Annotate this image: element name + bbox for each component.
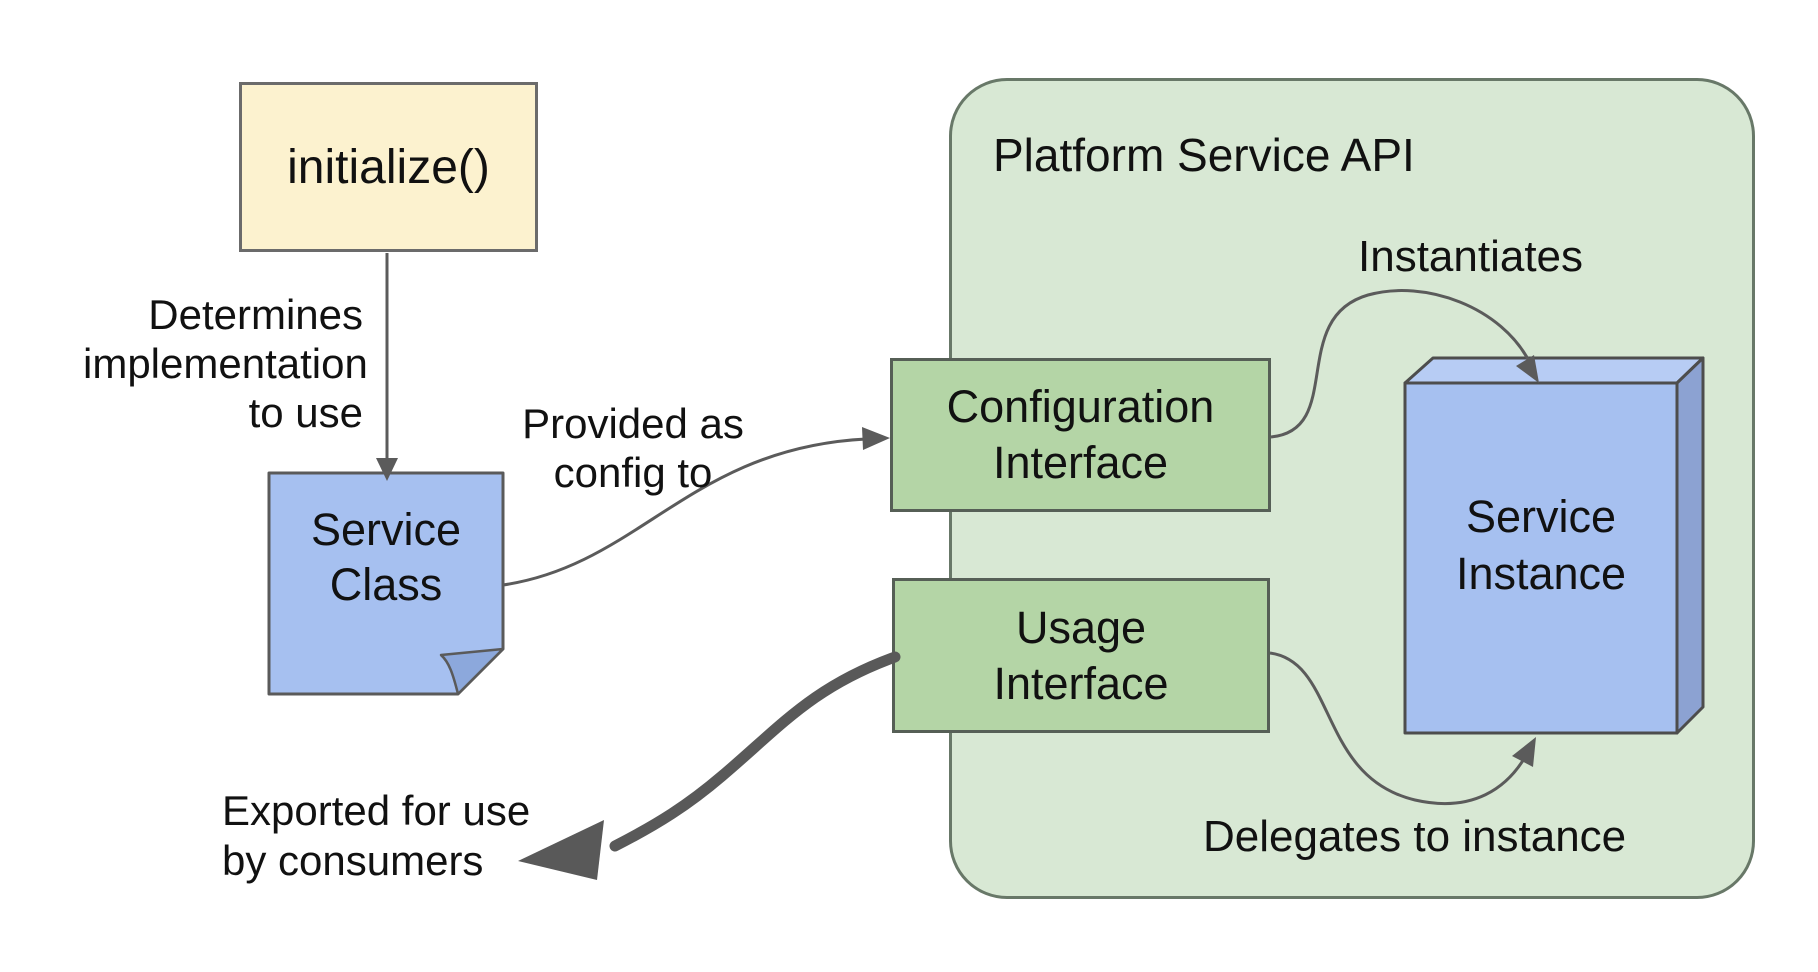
determines-annotation: Determines implementation to use — [83, 290, 368, 437]
arrowhead-right — [862, 427, 890, 450]
arrowhead-left — [518, 820, 604, 880]
provided-as-config-annotation: Provided as config to — [483, 399, 783, 497]
determines-line2: implementation — [83, 340, 368, 387]
service-class-note-fold — [439, 647, 505, 696]
service-instance-label-line2: Instance — [1455, 548, 1627, 599]
configuration-interface-node: Configuration Interface — [890, 358, 1271, 512]
initialize-node: initialize() — [239, 82, 538, 252]
determines-line3: to use — [248, 389, 363, 436]
usage-interface-label-line2: Interface — [993, 657, 1169, 709]
edge-usage-to-consumers — [518, 651, 901, 880]
configuration-interface-label-line2: Interface — [992, 437, 1169, 488]
service-class-label-line1: Service — [310, 504, 462, 555]
service-instance-label: Service Instance — [1405, 488, 1677, 602]
initialize-label: initialize() — [287, 140, 490, 194]
determines-line1: Determines — [148, 291, 363, 338]
provided-line2: config to — [553, 449, 713, 496]
service-instance-label-line1: Service — [1465, 491, 1617, 542]
service-class-label: Service Class — [269, 502, 503, 612]
usage-interface-node: Usage Interface — [892, 578, 1270, 733]
exported-annotation: Exported for use by consumers — [222, 786, 530, 886]
edge-thick-curve — [609, 651, 901, 852]
delegates-annotation: Delegates to instance — [1203, 812, 1627, 861]
configuration-interface-label-line1: Configuration — [946, 381, 1215, 432]
exported-line1: Exported for use — [222, 787, 531, 834]
edge-initialize-to-service-class — [376, 253, 398, 481]
arrowhead-down — [376, 458, 398, 481]
service-class-label-line2: Class — [329, 559, 443, 610]
instantiates-annotation: Instantiates — [1358, 232, 1584, 281]
exported-line2: by consumers — [222, 837, 484, 884]
provided-line1: Provided as — [522, 400, 744, 447]
platform-service-api-title: Platform Service API — [993, 129, 1415, 181]
usage-interface-label-line1: Usage — [1015, 601, 1147, 653]
